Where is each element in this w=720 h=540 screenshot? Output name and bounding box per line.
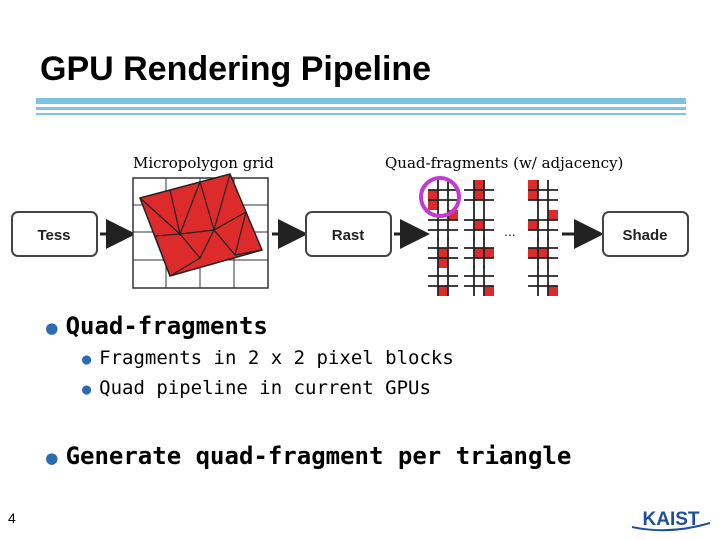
quad-fragment-pixel (484, 248, 494, 258)
title-rule-mid (36, 107, 686, 110)
quad-fragment-pixel (474, 190, 484, 200)
bullet-text: Quad pipeline in current GPUs (99, 377, 431, 399)
stage-tess-label: Tess (37, 227, 70, 244)
quad-fragment-grid (464, 266, 494, 296)
quad-fragment-pixel (548, 210, 558, 220)
bullet-text: Generate quad-fragment per triangle (65, 442, 572, 470)
stage-shade-box: Shade (602, 211, 689, 257)
quad-fragment-pixel (428, 190, 438, 200)
micropolygon-triangles (139, 173, 263, 277)
highlight-circle (419, 176, 461, 218)
quad-fragment-grid (528, 238, 558, 268)
bullet-dot: ● (82, 380, 92, 398)
bullet-dot: ● (46, 446, 58, 469)
quad-ellipsis: ... (504, 223, 516, 239)
stage-shade-label: Shade (622, 227, 667, 244)
micropolygon-grid (132, 173, 269, 289)
quad-fragment-grids (428, 180, 558, 296)
pipeline-diagram: Micropolygon grid Quad-fragments (w/ adj… (11, 154, 689, 296)
quad-fragment-pixel (548, 286, 558, 296)
quad-fragment-grid (528, 266, 558, 296)
stage-tess-box: Tess (11, 211, 98, 257)
bullet-quad-fragments: ● Quad-fragments (46, 312, 268, 340)
stage-rast-box: Rast (305, 211, 392, 257)
quad-fragment-grid (464, 238, 494, 268)
quad-fragments-label: Quad-fragments (w/ adjacency) (385, 154, 623, 172)
title-rule-thin (36, 113, 686, 115)
quad-fragment-pixel (448, 210, 458, 220)
micropolygon-grid-label: Micropolygon grid (133, 154, 274, 172)
sub-bullet-pixel-blocks: ● Fragments in 2 x 2 pixel blocks (82, 347, 454, 369)
title-rule-thick (36, 98, 686, 104)
quad-fragment-pixel (528, 190, 538, 200)
bullet-text: Fragments in 2 x 2 pixel blocks (99, 347, 454, 369)
kaist-logo-text: KAIST (643, 509, 700, 530)
quad-fragment-pixel (484, 286, 494, 296)
kaist-logo: KAIST (631, 509, 711, 532)
quad-fragment-pixel (428, 200, 438, 210)
quad-fragment-grid (464, 210, 494, 240)
quad-fragment-pixel (538, 248, 548, 258)
quad-fragment-pixel (474, 248, 484, 258)
slide-title: GPU Rendering Pipeline (40, 50, 432, 88)
bullet-generate-quad-fragment: ● Generate quad-fragment per triangle (46, 442, 571, 470)
quad-fragment-grid (528, 180, 558, 210)
stage-rast-label: Rast (332, 227, 365, 244)
quad-fragment-pixel (438, 248, 448, 258)
quad-fragment-grid (428, 238, 458, 268)
quad-fragment-grid (528, 210, 558, 240)
quad-fragment-pixel (528, 180, 538, 190)
quad-fragment-grid (428, 266, 458, 296)
quad-fragment-pixel (438, 286, 448, 296)
quad-fragment-pixel (438, 258, 448, 268)
quad-fragment-pixel (474, 220, 484, 230)
quad-fragment-grid (428, 180, 458, 210)
quad-fragment-pixel (528, 220, 538, 230)
page-number: 4 (8, 510, 16, 526)
sub-bullet-quad-pipeline: ● Quad pipeline in current GPUs (82, 377, 431, 399)
bullet-dot: ● (82, 350, 92, 368)
quad-fragment-pixel (528, 248, 538, 258)
bullet-text: Quad-fragments (65, 312, 268, 340)
quad-fragment-pixel (474, 180, 484, 190)
quad-fragment-grid (464, 180, 494, 210)
bullet-dot: ● (46, 316, 58, 339)
